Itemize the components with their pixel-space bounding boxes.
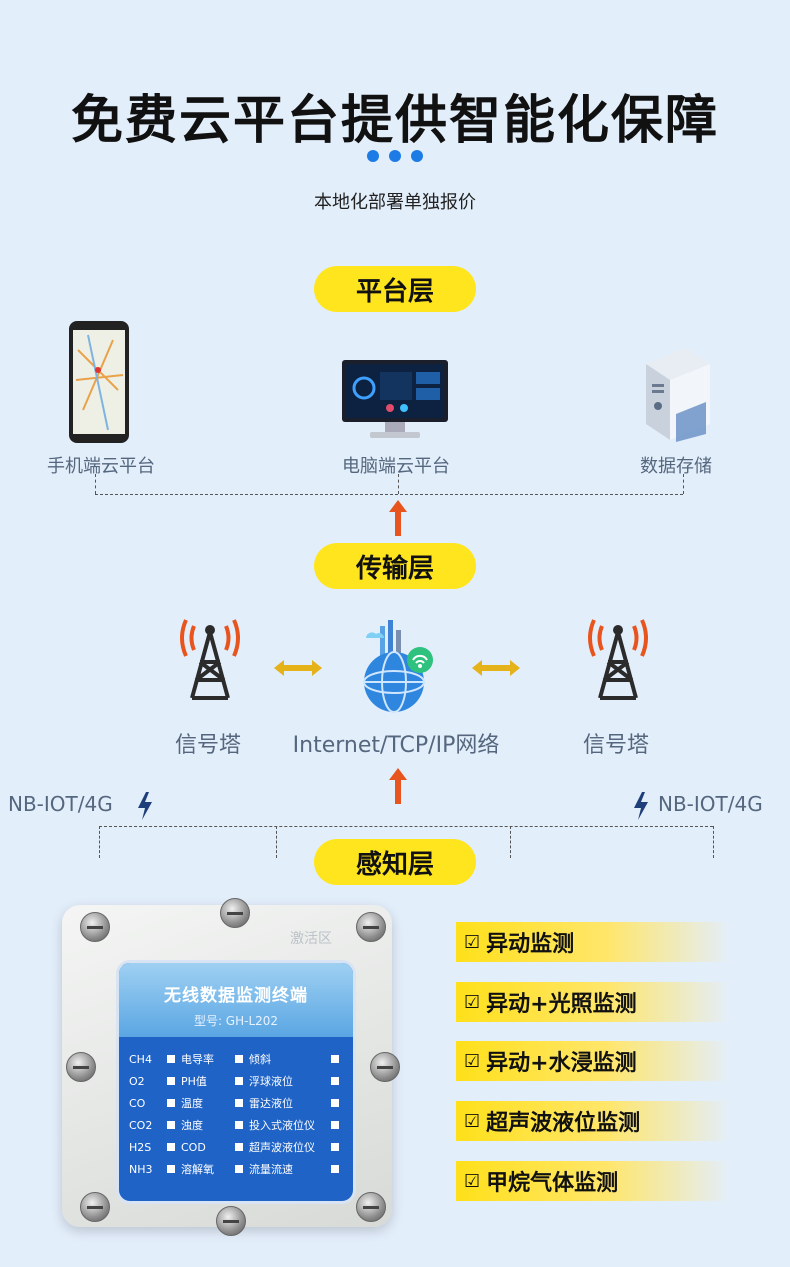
- dot: [367, 150, 379, 162]
- platform-label-desktop: 电脑端云平台: [342, 456, 450, 477]
- sensor-item: CH4: [129, 1051, 181, 1067]
- device-front-panel: 无线数据监测终端 型号: GH-L202 CH4 电导率 倾斜 O2 PH值 浮…: [116, 960, 356, 1204]
- screw-icon: [356, 1192, 386, 1222]
- sensor-item: COD: [181, 1139, 249, 1155]
- page-title: 免费云平台提供智能化保障: [70, 91, 719, 151]
- sensor-item: NH3: [129, 1161, 181, 1177]
- screw-icon: [216, 1206, 246, 1236]
- sensor-item: 流量流速: [249, 1161, 345, 1177]
- transport-label-tower-left: 信号塔: [174, 733, 241, 758]
- feature-item: ☑异动+光照监测: [456, 982, 731, 1022]
- sensor-item: 电导率: [181, 1051, 249, 1067]
- checkbox-icon: ☑: [464, 1170, 481, 1192]
- dashed-connector: [99, 826, 713, 827]
- link-label-left: NB-IOT/4G: [8, 792, 113, 816]
- device-title: 无线数据监测终端: [164, 986, 308, 1006]
- sensor-item: 倾斜: [249, 1051, 345, 1067]
- device-activation-label: 激活区: [290, 931, 332, 947]
- screw-icon: [80, 912, 110, 942]
- device-sensor-grid: CH4 电导率 倾斜 O2 PH值 浮球液位 CO 温度 雷达液位 CO2 浊度…: [129, 1051, 351, 1177]
- feature-item: ☑超声波液位监测: [456, 1101, 731, 1141]
- arrow-up-icon: [389, 768, 407, 804]
- sensor-item: PH值: [181, 1073, 249, 1089]
- dashed-connector: [713, 826, 714, 858]
- dashed-connector: [95, 474, 96, 494]
- dashed-connector: [683, 474, 684, 494]
- phone-icon: [68, 320, 130, 444]
- sensor-item: H2S: [129, 1139, 181, 1155]
- signal-tower-icon: [580, 610, 656, 700]
- transport-layer-pill: 传输层: [314, 543, 476, 589]
- dashed-connector: [398, 474, 399, 494]
- sensor-item: 温度: [181, 1095, 249, 1111]
- sensor-item: O2: [129, 1073, 181, 1089]
- dot: [411, 150, 423, 162]
- sensor-item: 溶解氧: [181, 1161, 249, 1177]
- feature-item: ☑异动监测: [456, 922, 731, 962]
- page-subtitle: 本地化部署单独报价: [314, 192, 476, 213]
- lightning-icon: [136, 792, 154, 820]
- checkbox-icon: ☑: [464, 1110, 481, 1132]
- server-storage-icon: [636, 344, 716, 442]
- sensing-layer-pill: 感知层: [314, 839, 476, 885]
- device-header: 无线数据监测终端 型号: GH-L202: [119, 963, 353, 1037]
- double-arrow-icon: [472, 660, 520, 676]
- lightning-icon: [632, 792, 650, 820]
- transport-label-network: Internet/TCP/IP网络: [292, 733, 500, 758]
- device-model: 型号: GH-L202: [193, 1014, 279, 1028]
- screw-icon: [220, 898, 250, 928]
- dashed-connector: [510, 826, 511, 858]
- sensor-item: 雷达液位: [249, 1095, 345, 1111]
- double-arrow-icon: [274, 660, 322, 676]
- feature-item: ☑异动+水浸监测: [456, 1041, 731, 1081]
- sensor-item: 投入式液位仪: [249, 1117, 345, 1133]
- internet-globe-icon: [358, 616, 438, 716]
- sensor-item: CO2: [129, 1117, 181, 1133]
- dashed-connector: [276, 826, 277, 858]
- link-label-right: NB-IOT/4G: [658, 792, 763, 816]
- dot: [389, 150, 401, 162]
- checkbox-icon: ☑: [464, 991, 481, 1013]
- feature-item: ☑甲烷气体监测: [456, 1161, 731, 1201]
- screw-icon: [80, 1192, 110, 1222]
- platform-label-mobile: 手机端云平台: [47, 456, 155, 477]
- decorative-dots: [0, 150, 790, 162]
- dashed-connector: [99, 826, 100, 858]
- dashed-connector: [95, 494, 683, 495]
- sensor-item: 浊度: [181, 1117, 249, 1133]
- sensor-item: 浮球液位: [249, 1073, 345, 1089]
- transport-label-tower-right: 信号塔: [582, 733, 649, 758]
- platform-layer-pill: 平台层: [314, 266, 476, 312]
- screw-icon: [370, 1052, 400, 1082]
- screw-icon: [356, 912, 386, 942]
- desktop-monitor-icon: [340, 358, 450, 442]
- screw-icon: [66, 1052, 96, 1082]
- arrow-up-icon: [389, 500, 407, 536]
- sensor-item: 超声波液位仪: [249, 1139, 345, 1155]
- checkbox-icon: ☑: [464, 931, 481, 953]
- checkbox-icon: ☑: [464, 1050, 481, 1072]
- platform-label-storage: 数据存储: [640, 456, 712, 477]
- signal-tower-icon: [172, 610, 248, 700]
- sensor-item: CO: [129, 1095, 181, 1111]
